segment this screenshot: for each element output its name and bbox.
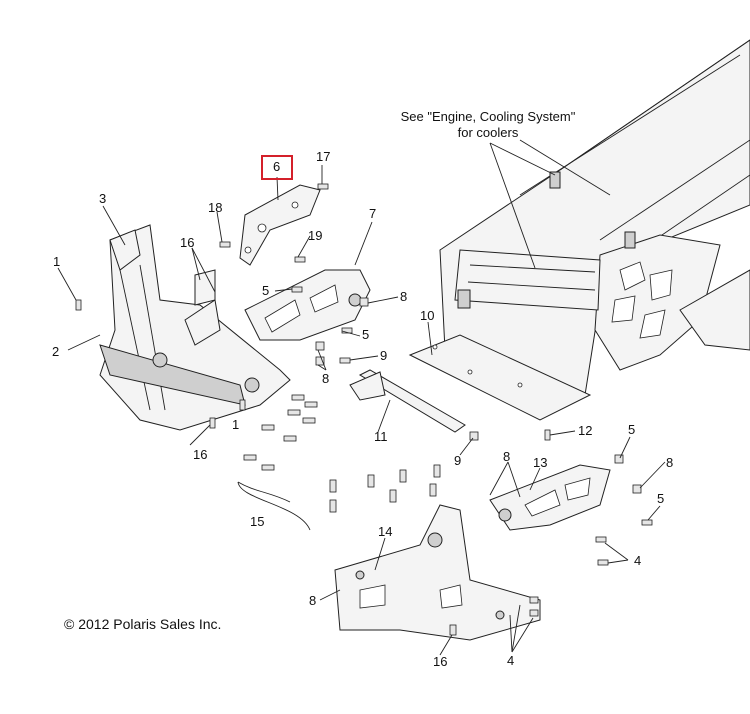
callout-5c: 5 [628, 422, 636, 437]
callout-1b: 1 [232, 417, 240, 432]
callout-19: 19 [308, 228, 323, 243]
copyright-text: © 2012 Polaris Sales Inc. [64, 616, 222, 632]
callout-4b: 4 [507, 653, 515, 668]
reference-note-line2: for coolers [457, 125, 519, 140]
callout-4a: 4 [634, 553, 642, 568]
callout-6: 6 [273, 159, 281, 174]
bracket-6 [239, 184, 321, 266]
fastener-group [75, 183, 653, 636]
callout-5a: 5 [262, 283, 270, 298]
lower-frame-14 [334, 504, 541, 641]
callout-14: 14 [378, 524, 393, 539]
reference-note: See "Engine, Cooling System" for coolers [388, 109, 588, 141]
callout-8a: 8 [400, 289, 408, 304]
callout-16c: 16 [433, 654, 448, 669]
callout-10: 10 [420, 308, 435, 323]
shaft-11 [349, 369, 466, 433]
callout-15: 15 [250, 514, 265, 529]
callout-5d: 5 [657, 491, 665, 506]
callout-11: 11 [374, 429, 388, 444]
callout-1a: 1 [53, 254, 61, 269]
callout-18: 18 [208, 200, 223, 215]
callout-16b: 16 [193, 447, 208, 462]
callout-7: 7 [369, 206, 377, 221]
callout-highlight-box [261, 155, 293, 180]
callout-8b: 8 [322, 371, 330, 386]
chassis-tunnel [408, 39, 750, 421]
callout-2: 2 [52, 344, 60, 359]
callout-16a: 16 [180, 235, 195, 250]
callout-17: 17 [316, 149, 331, 164]
callout-9b: 9 [454, 453, 462, 468]
callout-12: 12 [578, 423, 593, 438]
callout-13: 13 [533, 455, 548, 470]
front-frame [99, 224, 291, 431]
callout-8e: 8 [309, 593, 317, 608]
callout-8c: 8 [503, 449, 511, 464]
bracket-13 [489, 464, 611, 531]
callout-3: 3 [99, 191, 107, 206]
leader-lines [57, 139, 666, 656]
callout-5b: 5 [362, 327, 370, 342]
callout-9a: 9 [380, 348, 388, 363]
reference-note-line1: See "Engine, Cooling System" [400, 109, 576, 124]
callout-8d: 8 [666, 455, 674, 470]
